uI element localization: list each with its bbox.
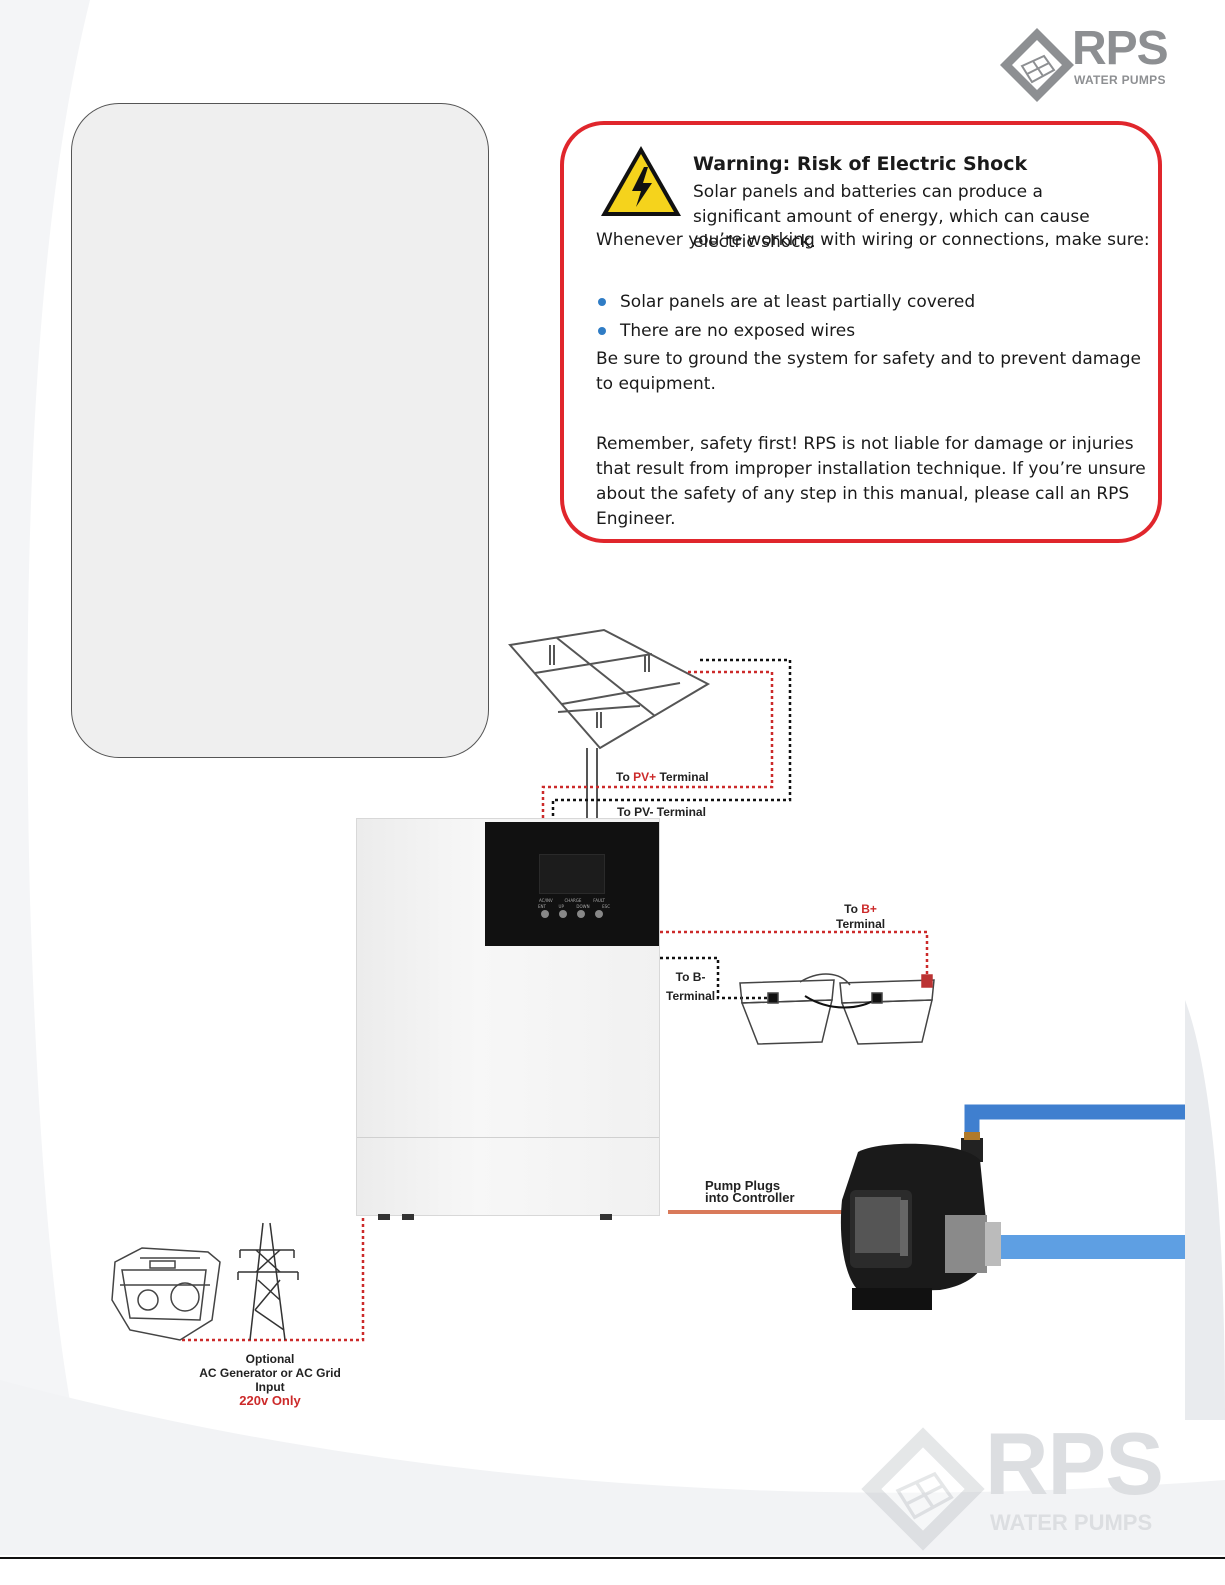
pv-plus-suffix: Terminal	[656, 770, 709, 784]
inverter-foot	[402, 1214, 414, 1220]
b-plus-prefix: To	[844, 902, 862, 916]
inverter-ent-button[interactable]	[541, 910, 549, 918]
b-plus-suffix: Terminal	[836, 917, 886, 931]
battery-plus-wire	[660, 930, 929, 975]
pv-plus-wire	[541, 670, 774, 818]
list-item: Solar panels are at least partially cove…	[596, 288, 975, 317]
pump-label: Pump Plugs into Controller	[705, 1178, 795, 1205]
b-minus-line1: To B-	[675, 970, 706, 984]
ac-line2: AC Generator or AC Grid	[199, 1366, 341, 1380]
brand-tagline: WATER PUMPS	[1074, 73, 1166, 87]
solar-panel-icon	[508, 628, 711, 818]
battery-icon	[739, 973, 935, 1045]
placeholder-panel	[71, 103, 489, 758]
inverter-esc-button[interactable]	[595, 910, 603, 918]
button-label: ESC	[602, 904, 610, 909]
inverter-up-button[interactable]	[559, 910, 567, 918]
list-item: There are no exposed wires	[596, 317, 975, 346]
inverter-down-button[interactable]	[577, 910, 585, 918]
inverter-divider	[357, 1137, 659, 1138]
button-label: UP	[558, 904, 564, 909]
pump-line1: Pump Plugs	[705, 1178, 781, 1193]
generator-icon	[111, 1247, 221, 1341]
battery-minus-wire	[660, 956, 772, 1000]
warning-lead: Solar panels and batteries can produce a…	[693, 182, 1090, 252]
power-tower-icon	[237, 1222, 299, 1341]
b-minus-line2: Terminal	[666, 989, 716, 1003]
inverter-lcd-screen	[539, 854, 605, 894]
inverter-foot	[600, 1214, 612, 1220]
button-label: DOWN	[576, 904, 590, 909]
warning-ground: Be sure to ground the system for safety …	[596, 349, 1141, 394]
button-label: ENT	[538, 904, 546, 909]
brand-name: RPS	[1072, 22, 1169, 75]
bullet-dot-icon	[598, 298, 606, 306]
b-plus-label: To B+ Terminal	[836, 902, 885, 932]
watermark-name: RPS	[985, 1414, 1164, 1513]
solar-diamond-watermark-icon	[861, 1427, 985, 1551]
warning-remember: Remember, safety first! RPS is not liabl…	[596, 434, 1146, 529]
water-pipe	[964, 1104, 1185, 1259]
inverter-control-panel: AC/INV CHARGE FAULT ENT UP DOWN ESC	[485, 822, 659, 946]
pv-plus-label: To PV+ Terminal	[616, 770, 709, 784]
high-voltage-warning-icon	[601, 146, 681, 216]
solar-diamond-logo-icon	[1000, 28, 1074, 102]
led-label: FAULT	[593, 898, 605, 903]
watermark-tagline: WATER PUMPS	[990, 1510, 1153, 1535]
b-plus-highlight: B+	[861, 902, 877, 916]
b-minus-label: To B- Terminal	[666, 968, 715, 1006]
pv-minus-wire	[551, 658, 792, 818]
ac-line3: Input	[255, 1380, 285, 1394]
warning-bullets: Solar panels are at least partially cove…	[596, 288, 975, 346]
electric-shock-warning: Warning: Risk of Electric Shock Solar pa…	[560, 121, 1162, 543]
bullet-text: There are no exposed wires	[620, 321, 856, 341]
led-label: AC/INV	[539, 898, 553, 903]
pv-plus-prefix: To	[616, 770, 634, 784]
bullet-text: Solar panels are at least partially cove…	[620, 292, 976, 312]
inverter-led-labels: AC/INV CHARGE FAULT	[539, 898, 605, 903]
hybrid-inverter: AC/INV CHARGE FAULT ENT UP DOWN ESC	[356, 818, 660, 1216]
pump-line2: into Controller	[705, 1190, 795, 1205]
warning-make-sure: Whenever you’re working with wiring or c…	[596, 230, 1150, 250]
ac-voltage: 220v Only	[239, 1393, 301, 1408]
ac-line1: Optional	[245, 1352, 295, 1366]
led-label: CHARGE	[564, 898, 582, 903]
ac-input-wire	[180, 1218, 365, 1342]
pv-plus-highlight: PV+	[633, 770, 657, 784]
water-pump-icon	[840, 1132, 1001, 1310]
ac-input-label: Optional AC Generator or AC Grid Input 2…	[185, 1352, 355, 1408]
pv-minus-label: To PV- Terminal	[617, 805, 706, 819]
inverter-foot	[378, 1214, 390, 1220]
warning-title: Warning: Risk of Electric Shock	[693, 153, 1028, 175]
bullet-dot-icon	[598, 327, 606, 335]
inverter-button-labels: ENT UP DOWN ESC	[538, 904, 610, 909]
